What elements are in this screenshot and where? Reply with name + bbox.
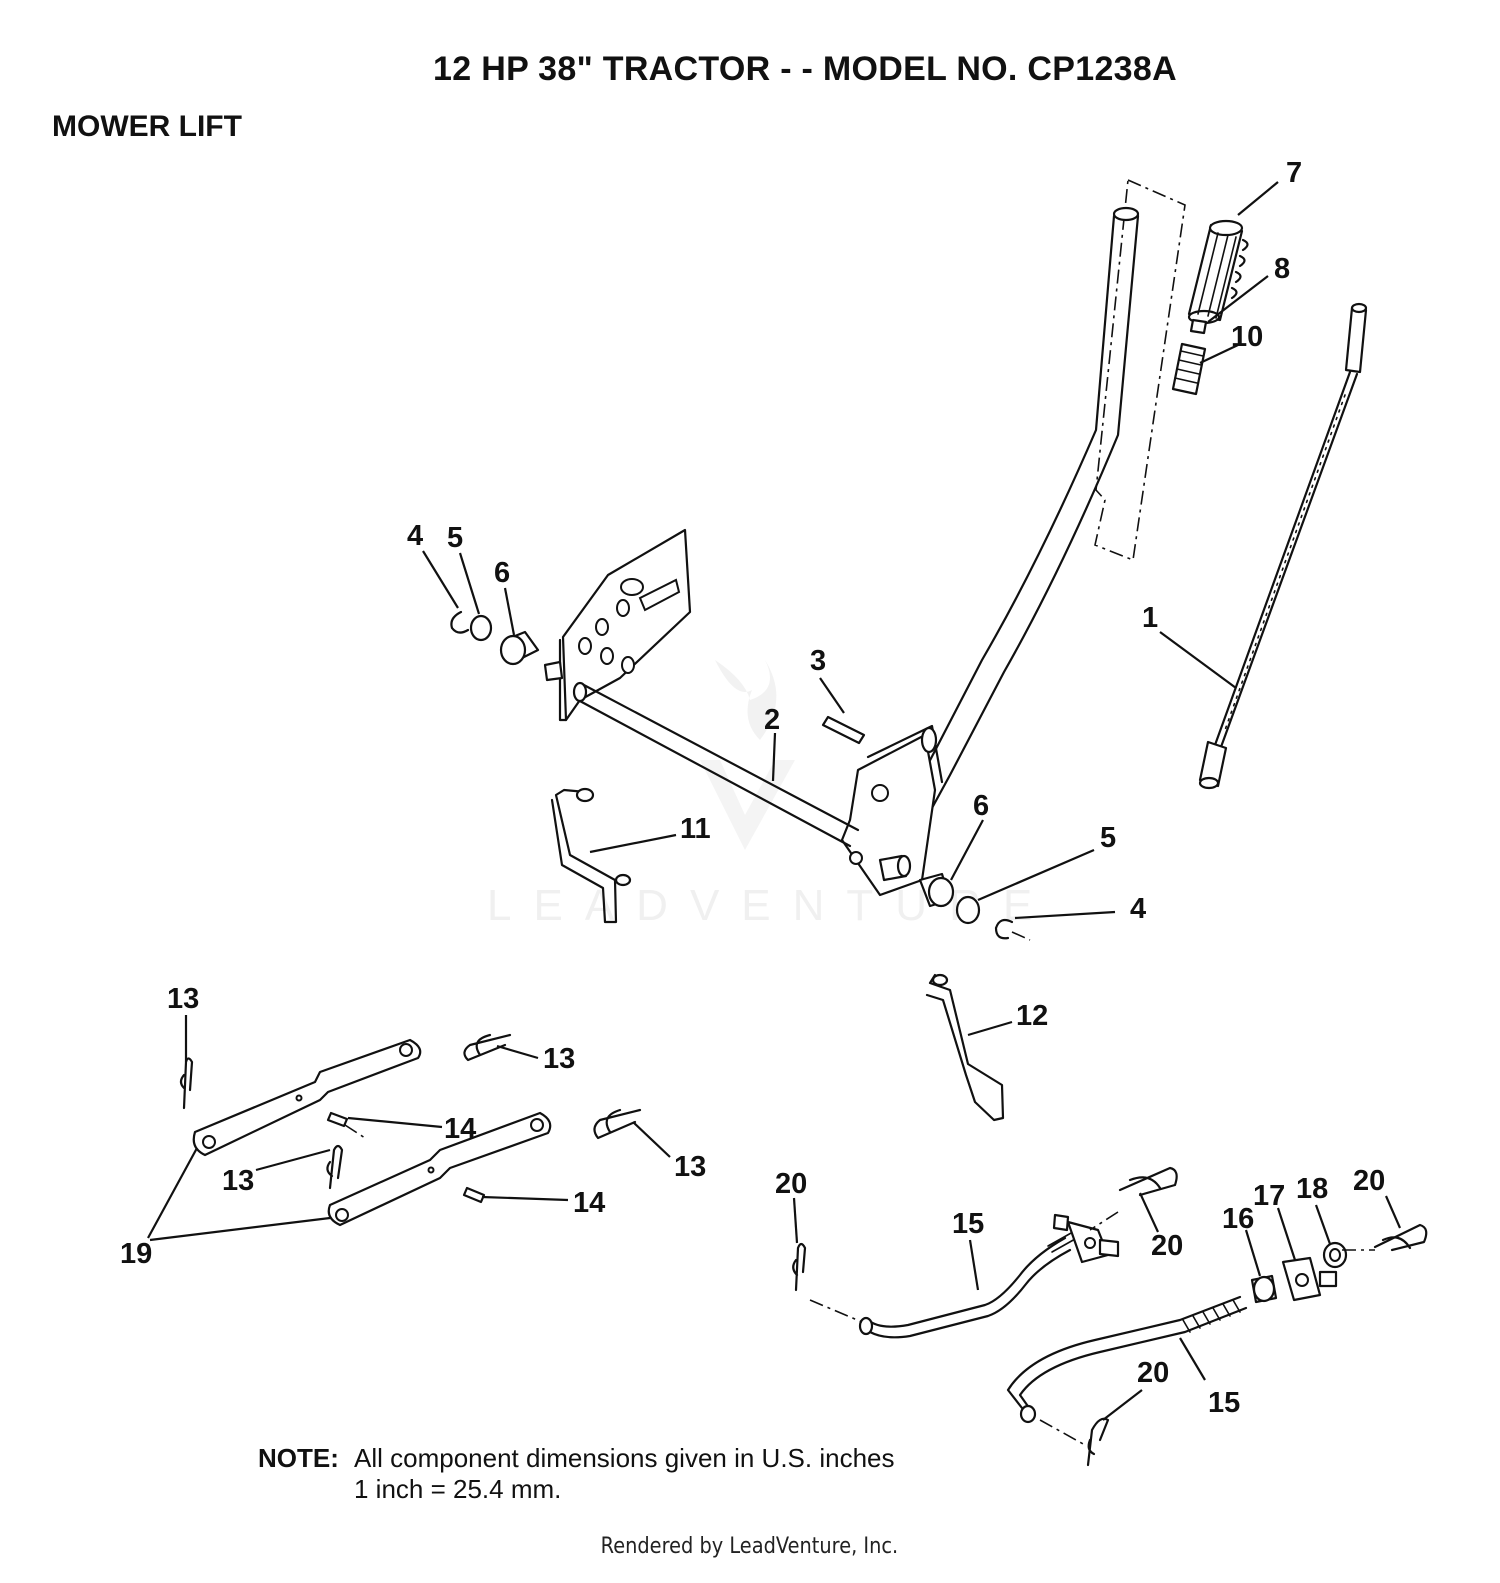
part-12-lift-link-right: [925, 973, 1005, 1122]
part-3-roll-pin: [821, 715, 866, 745]
callout-5: 5: [1100, 822, 1116, 854]
part-5-washer-right: [955, 895, 981, 925]
callout-20: 20: [1151, 1230, 1183, 1262]
callout-19: 19: [120, 1238, 152, 1270]
callout-4: 4: [407, 520, 423, 552]
part-13-hairpin-clip: [463, 1033, 512, 1062]
rendered-by-footer: Rendered by LeadVenture, Inc.: [600, 1534, 899, 1559]
callout-7: 7: [1286, 157, 1302, 189]
part-13-hairpin-clip: [326, 1144, 344, 1190]
part-4-retaining-ring-right: [994, 918, 1014, 940]
callout-8: 8: [1274, 253, 1290, 285]
part-20-hairpin-clip: [1118, 1166, 1178, 1197]
callout-5: 5: [447, 522, 463, 554]
callout-13: 13: [543, 1043, 575, 1075]
part-20-hairpin-clip: [792, 1242, 807, 1292]
callout-20: 20: [775, 1168, 807, 1200]
callout-3: 3: [810, 645, 826, 677]
part-17-trunnion: [1281, 1256, 1338, 1302]
part-6-bushing-left: [499, 630, 540, 666]
part-7-handle-grip: [1187, 219, 1249, 325]
callout-15: 15: [952, 1208, 984, 1240]
part-19-lift-link-upper: [192, 1038, 422, 1157]
part-8-nut: [1189, 318, 1208, 335]
callout-6: 6: [494, 557, 510, 589]
part-20-hairpin-clip: [1373, 1223, 1428, 1252]
part-4-retaining-ring-left: [450, 610, 470, 634]
note-line-2: 1 inch = 25.4 mm.: [354, 1474, 562, 1504]
callout-15: 15: [1208, 1387, 1240, 1419]
leader-lines: [147, 181, 1402, 1421]
note-label: NOTE:: [258, 1443, 339, 1473]
part-1-lift-rod: [1198, 302, 1368, 790]
callout-13: 13: [167, 983, 199, 1015]
callout-2: 2: [764, 704, 780, 736]
section-title: MOWER LIFT: [52, 110, 242, 143]
callout-12: 12: [1016, 1000, 1048, 1032]
callout-20: 20: [1137, 1357, 1169, 1389]
part-14-pin-lower: [462, 1186, 486, 1204]
part-18-nut: [1322, 1241, 1348, 1269]
part-5-washer-left: [469, 614, 493, 642]
callout-13: 13: [222, 1165, 254, 1197]
callout-11: 11: [680, 813, 711, 845]
assembly-centerlines: [344, 931, 1375, 1446]
part-15-adjustment-rod-lower: [1006, 1295, 1248, 1424]
callout-13: 13: [674, 1151, 706, 1183]
part-19-lift-link-lower: [327, 1111, 552, 1227]
callout-20: 20: [1353, 1165, 1385, 1197]
callout-6: 6: [973, 790, 989, 822]
diagram-title: 12 HP 38" TRACTOR - - MODEL NO. CP1238A: [433, 50, 1177, 88]
handle-phantom-outline: [1094, 179, 1186, 562]
part-14-pin-upper: [326, 1111, 349, 1128]
callout-4: 4: [1130, 893, 1146, 925]
part-6-bushing-right: [918, 872, 955, 908]
part-15-adjustment-rod-upper: [858, 1213, 1120, 1339]
note-line-1: All component dimensions given in U.S. i…: [354, 1443, 895, 1473]
callout-14: 14: [444, 1113, 476, 1145]
dimensions-note: NOTE: All component dimensions given in U…: [258, 1443, 895, 1505]
part-20-hairpin-clip: [1086, 1417, 1110, 1467]
callout-17: 17: [1253, 1180, 1285, 1212]
lift-handle-lever: [840, 206, 1140, 897]
part-2-lift-shaft: [543, 528, 912, 882]
callout-1: 1: [1142, 602, 1158, 634]
callout-18: 18: [1296, 1173, 1328, 1205]
callout-10: 10: [1231, 321, 1263, 353]
part-11-lift-link-left: [550, 788, 618, 924]
part-13-hairpin-clip: [179, 1057, 194, 1110]
callout-labels: 7 8 10 1 2 3 4 5 6 6 5 4 11 12 13 13 13 …: [120, 157, 1385, 1419]
part-10-spring: [1171, 342, 1207, 396]
callout-14: 14: [573, 1187, 605, 1219]
callout-16: 16: [1222, 1203, 1254, 1235]
part-13-hairpin-clip: [593, 1108, 642, 1140]
